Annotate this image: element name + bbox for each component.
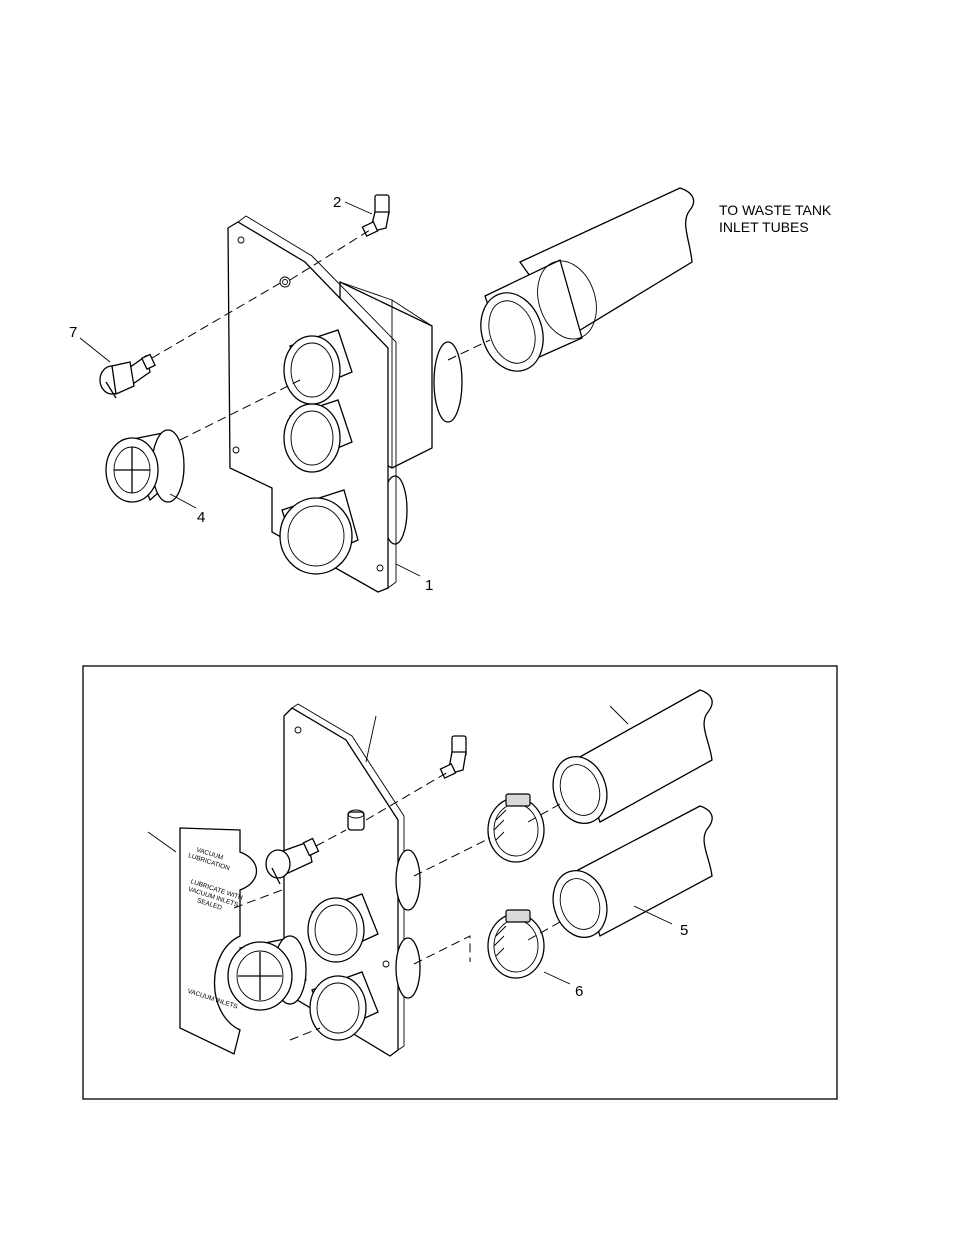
callout-4: 4 — [197, 509, 205, 526]
assembly-line-elbow — [290, 230, 370, 280]
detail-view-frame: VACUUM LUBRICATION LUBRICATE WITH VACUUM… — [83, 666, 837, 1099]
vacuum-inlet-cap — [106, 430, 184, 502]
note-line-2: INLET TUBES — [719, 219, 809, 235]
detail-vacuum-cap — [228, 936, 306, 1010]
callout-5: 5 — [680, 922, 688, 939]
elbow-fitting — [362, 195, 389, 236]
detail-panel-plate — [284, 704, 420, 1056]
note-line-1: TO WASTE TANK — [719, 202, 832, 218]
upper-exploded-view: 2 7 4 1 TO WASTE TANK INLET TUBES — [69, 188, 832, 594]
hose-upper — [545, 690, 712, 830]
callout-6: 6 — [575, 983, 583, 1000]
hose-clamp-upper — [488, 794, 544, 862]
vacuum-decal: VACUUM LUBRICATION LUBRICATE WITH VACUUM… — [180, 828, 257, 1054]
callout-2: 2 — [333, 194, 341, 211]
hose-clamp-lower — [488, 910, 544, 978]
inlet-panel-plate — [228, 216, 396, 592]
callout-7: 7 — [69, 324, 77, 341]
detail-elbow-fitting — [440, 736, 466, 778]
callout-1: 1 — [425, 577, 433, 594]
waste-tank-inlet-tube — [471, 188, 694, 379]
